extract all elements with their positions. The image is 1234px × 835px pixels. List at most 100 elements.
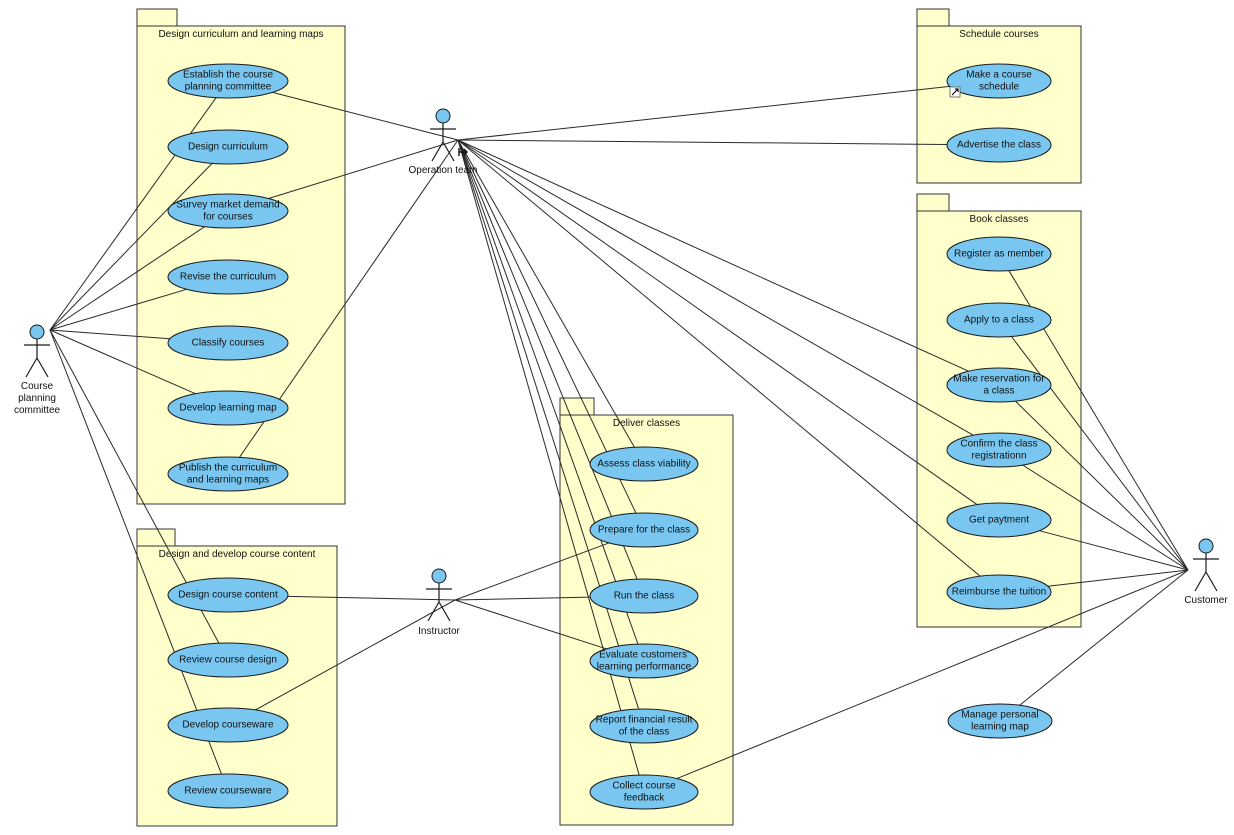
use-case-label: Publish the curriculum xyxy=(179,463,277,474)
use-case-label: Review courseware xyxy=(184,786,272,797)
actor-label: Course xyxy=(21,381,54,392)
use-case-label: Reimburse the tuition xyxy=(952,587,1047,598)
use-case-label: Run the class xyxy=(614,591,675,602)
use-case-prepare[interactable]: Prepare for the class xyxy=(589,512,699,548)
use-case-ellipse[interactable] xyxy=(589,578,699,614)
package-tab xyxy=(136,8,178,27)
use-case-classify[interactable]: Classify courses xyxy=(167,325,289,361)
actor-head-icon xyxy=(29,324,45,340)
association-instructor-uc-run xyxy=(454,596,591,601)
use-case-ellipse[interactable] xyxy=(589,708,699,744)
use-case-evaluate[interactable]: Evaluate customers'learning performance xyxy=(589,643,699,679)
actor-right-leg xyxy=(36,357,49,378)
association-committee-uc-design-curriculum xyxy=(49,163,213,331)
use-case-label: Manage personal xyxy=(961,710,1038,721)
association-instructor-uc-design-content xyxy=(287,595,456,601)
package-tab xyxy=(559,397,595,416)
use-case-develop-map[interactable]: Develop learning map xyxy=(167,390,289,426)
actor-right-leg xyxy=(438,601,451,622)
actor-label: Operation team xyxy=(409,165,478,176)
use-case-run[interactable]: Run the class xyxy=(589,578,699,614)
use-case-ellipse[interactable] xyxy=(589,446,699,482)
association-operation-uc-advertise xyxy=(457,139,948,146)
use-case-ellipse[interactable] xyxy=(167,325,289,361)
use-case-ellipse[interactable] xyxy=(167,642,289,678)
use-case-ellipse[interactable] xyxy=(589,512,699,548)
actor-head-icon xyxy=(431,568,447,584)
use-case-label: feedback xyxy=(624,793,666,804)
package-tab xyxy=(136,528,176,547)
use-case-ellipse[interactable] xyxy=(946,502,1052,538)
associations-layer xyxy=(49,85,1189,780)
actor-operation[interactable]: Operation team xyxy=(409,108,478,176)
use-case-ellipse[interactable] xyxy=(167,193,289,229)
actor-customer[interactable]: Customer xyxy=(1184,538,1228,606)
use-case-label: schedule xyxy=(979,82,1019,93)
use-case-apply[interactable]: Apply to a class xyxy=(946,302,1052,338)
use-case-label: of the class xyxy=(619,727,670,738)
use-case-ellipse[interactable] xyxy=(589,643,699,679)
use-case-label: registrationn xyxy=(971,451,1026,462)
use-case-label: Revise the curriculum xyxy=(180,272,276,283)
use-case-ellipse[interactable] xyxy=(947,703,1053,739)
actor-head-icon xyxy=(1198,538,1214,554)
package-body xyxy=(559,414,734,826)
association-operation-uc-reserve xyxy=(457,139,969,372)
use-case-payment[interactable]: Get paytment xyxy=(946,502,1052,538)
use-case-label: Get paytment xyxy=(969,515,1029,526)
use-case-label: Establish the course xyxy=(183,70,273,81)
use-case-design-curriculum[interactable]: Design curriculum xyxy=(167,129,289,165)
use-case-label: Report financial result xyxy=(596,715,693,726)
actor-instructor[interactable]: Instructor xyxy=(418,568,461,637)
use-case-ellipse[interactable] xyxy=(946,236,1052,272)
use-case-design-content[interactable]: Design course content xyxy=(167,577,289,613)
association-operation-uc-prepare xyxy=(457,139,637,514)
association-customer-uc-collect xyxy=(676,569,1189,780)
use-case-assess[interactable]: Assess class viability xyxy=(589,446,699,482)
use-case-ellipse[interactable] xyxy=(946,127,1052,163)
use-case-revise[interactable]: Revise the curriculum xyxy=(167,259,289,295)
use-case-label: Assess class viability xyxy=(597,459,690,470)
use-case-register[interactable]: Register as member xyxy=(946,236,1052,272)
use-case-ellipse[interactable] xyxy=(589,774,699,810)
association-operation-uc-assess xyxy=(457,139,635,448)
use-case-label: Classify courses xyxy=(192,338,265,349)
use-case-label: Register as member xyxy=(954,249,1045,260)
association-committee-uc-develop-map xyxy=(49,329,196,395)
package-body xyxy=(916,210,1082,628)
use-case-ellipse[interactable] xyxy=(167,577,289,613)
use-case-ellipse[interactable] xyxy=(946,63,1052,99)
use-case-advertise[interactable]: Advertise the class xyxy=(946,127,1052,163)
use-case-ellipse[interactable] xyxy=(167,707,289,743)
use-case-ellipse[interactable] xyxy=(167,63,289,99)
package-title: Design curriculum and learning maps xyxy=(158,29,323,40)
use-case-ellipse[interactable] xyxy=(167,456,289,492)
package-deliver[interactable]: Deliver classes xyxy=(559,397,734,826)
use-case-ellipse[interactable] xyxy=(946,367,1052,403)
use-case-reimburse[interactable]: Reimburse the tuition xyxy=(946,574,1052,610)
use-case-review-design[interactable]: Review course design xyxy=(167,642,289,678)
use-case-ellipse[interactable] xyxy=(167,129,289,165)
use-case-develop-courseware[interactable]: Develop courseware xyxy=(167,707,289,743)
use-case-review-courseware[interactable]: Review courseware xyxy=(167,773,289,809)
use-case-ellipse[interactable] xyxy=(946,574,1052,610)
use-case-ellipse[interactable] xyxy=(946,432,1052,468)
package-schedule[interactable]: Schedule courses xyxy=(916,8,1082,184)
use-case-label: Make a course xyxy=(966,70,1032,81)
package-book[interactable]: Book classes xyxy=(916,193,1082,628)
use-case-ellipse[interactable] xyxy=(946,302,1052,338)
use-case-ellipse[interactable] xyxy=(167,259,289,295)
use-case-ellipse[interactable] xyxy=(167,773,289,809)
use-case-ellipse[interactable] xyxy=(167,390,289,426)
